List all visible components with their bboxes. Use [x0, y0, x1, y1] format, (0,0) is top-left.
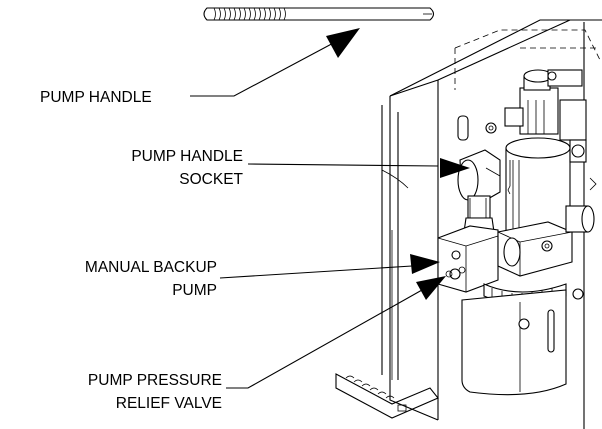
- leader-manual-backup-pump: [219, 254, 440, 279]
- label-pump-handle-socket-line2: SOCKET: [179, 171, 243, 188]
- label-pump-pressure-relief-valve-line2: RELIEF VALVE: [116, 395, 222, 412]
- pump-handle-illustration: [203, 7, 435, 21]
- leader-pressure-relief-valve: [226, 276, 446, 389]
- left-bracket: [381, 105, 409, 380]
- label-pump-handle: PUMP HANDLE: [40, 89, 152, 106]
- label-manual-backup-pump-line1: MANUAL BACKUP: [85, 259, 217, 276]
- leader-pump-handle: [190, 28, 360, 97]
- label-pump-pressure-relief-valve-line1: PUMP PRESSURE: [88, 372, 222, 389]
- manifold-block: [437, 225, 499, 293]
- floor-bracket: [335, 373, 439, 419]
- handle-socket-elbow: [457, 149, 501, 233]
- label-pump-handle-socket-line1: PUMP HANDLE: [131, 148, 243, 165]
- leader-pump-handle-socket: [247, 158, 470, 178]
- reservoir: [461, 288, 584, 396]
- label-manual-backup-pump-line2: PUMP: [172, 282, 217, 299]
